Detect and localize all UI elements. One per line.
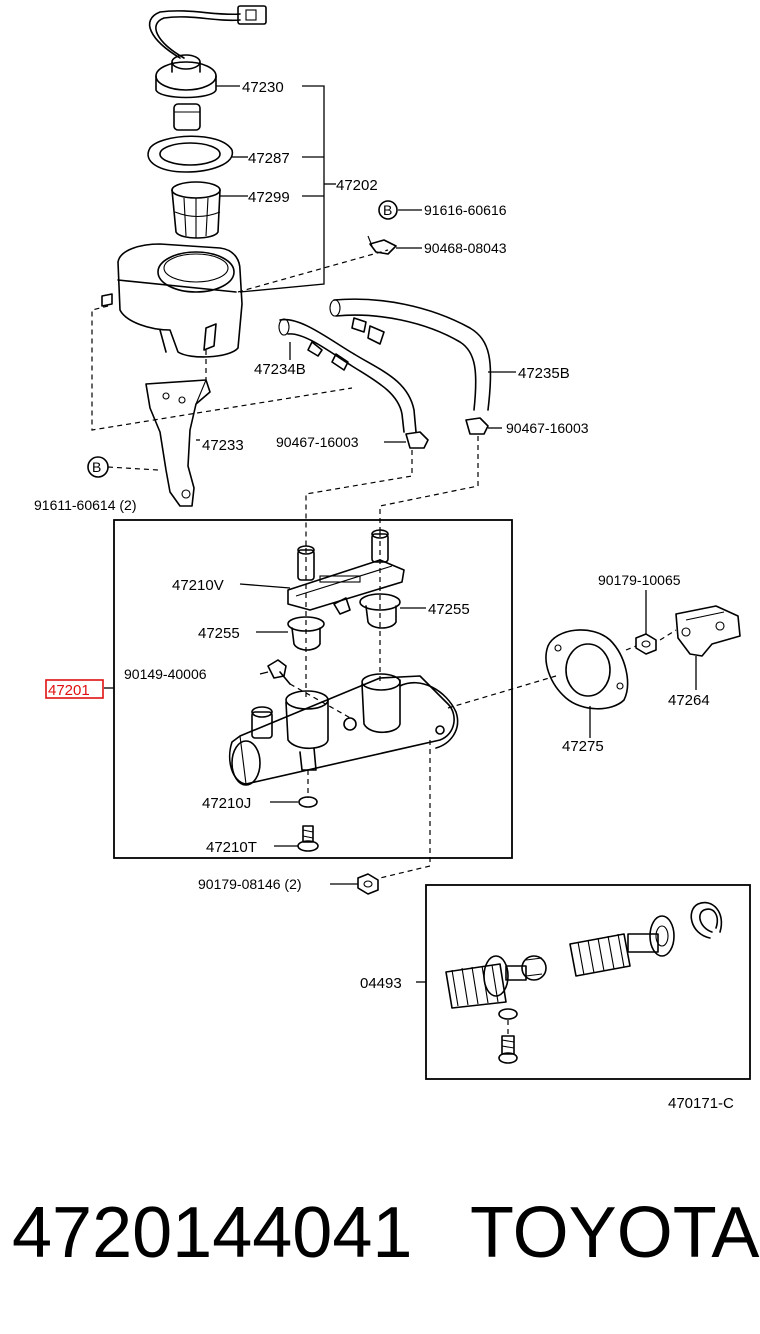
master-cylinder-body[interactable] <box>228 673 459 786</box>
label-47255-right: 47255 <box>428 601 470 618</box>
kit-washer[interactable] <box>498 1008 518 1020</box>
piston-spring-secondary[interactable] <box>445 955 547 1009</box>
label-47230: 47230 <box>242 79 284 96</box>
strainer-47299[interactable] <box>171 181 221 239</box>
bracket-47233[interactable] <box>145 379 211 507</box>
snap-ring[interactable] <box>690 901 723 939</box>
label-47235b: 47235B <box>518 365 570 382</box>
label-90467-16003-b: 90467-16003 <box>506 420 589 436</box>
clevis-47264[interactable] <box>675 605 741 657</box>
label-90149-40006: 90149-40006 <box>124 666 207 682</box>
piston-spring-primary[interactable] <box>569 915 675 977</box>
bolt-mark-91616: B <box>378 200 398 220</box>
label-470171-c: 470171-C <box>668 1095 734 1112</box>
label-47255-left: 47255 <box>198 625 240 642</box>
hose-47235b[interactable] <box>329 298 492 411</box>
bolt-90149-40006[interactable] <box>267 659 291 685</box>
grommet-47255-right[interactable] <box>359 593 401 629</box>
nut-90179-10065[interactable] <box>635 633 657 655</box>
o-ring-47210j[interactable] <box>298 796 318 808</box>
gasket-47275[interactable] <box>545 629 629 710</box>
label-90179-08146: 90179-08146 (2) <box>198 876 302 892</box>
label-90179-10065: 90179-10065 <box>598 572 681 588</box>
label-90467-16003-a: 90467-16003 <box>276 434 359 450</box>
label-91616-60616: 91616-60616 <box>424 202 507 218</box>
reservoir-cap-47230[interactable] <box>148 5 267 131</box>
footer-caption: 4720144041 TOYOTA <box>0 1188 760 1278</box>
label-47210v: 47210V <box>172 577 224 594</box>
label-47287: 47287 <box>248 150 290 167</box>
footer-brand: TOYOTA <box>470 1193 760 1273</box>
hose-47234b[interactable] <box>278 318 417 433</box>
screw-47210t[interactable] <box>297 825 319 852</box>
bolt-mark-91611: B <box>87 456 109 478</box>
label-04493: 04493 <box>360 975 402 992</box>
bolt-mark-letter: B <box>383 202 392 218</box>
label-47275: 47275 <box>562 738 604 755</box>
kit-screw[interactable] <box>498 1035 518 1064</box>
clip-90467-16003-b[interactable] <box>465 417 489 435</box>
parts-diagram: B B <box>34 5 751 1112</box>
label-47264: 47264 <box>668 692 710 709</box>
reservoir-body[interactable] <box>101 243 243 358</box>
assembly-box-47201 <box>113 519 513 859</box>
label-90468-08043: 90468-08043 <box>424 240 507 256</box>
label-47234b: 47234B <box>254 361 306 378</box>
label-47210t: 47210T <box>206 839 257 856</box>
clip-90468-08043[interactable] <box>367 235 397 255</box>
label-47210j: 47210J <box>202 795 251 812</box>
label-47299: 47299 <box>248 189 290 206</box>
label-47202: 47202 <box>336 177 378 194</box>
footer-part-number: 4720144041 <box>12 1193 413 1273</box>
label-91611-60614: 91611-60614 (2) <box>34 497 136 513</box>
label-47201: 47201 <box>48 682 90 699</box>
highlight-47201[interactable]: 47201 <box>45 679 104 699</box>
label-47233: 47233 <box>202 437 244 454</box>
clip-90467-16003-a[interactable] <box>405 431 429 449</box>
bolt-mark-letter: B <box>92 459 101 475</box>
gasket-47287[interactable] <box>147 135 234 173</box>
nut-90179-08146[interactable] <box>357 873 379 895</box>
